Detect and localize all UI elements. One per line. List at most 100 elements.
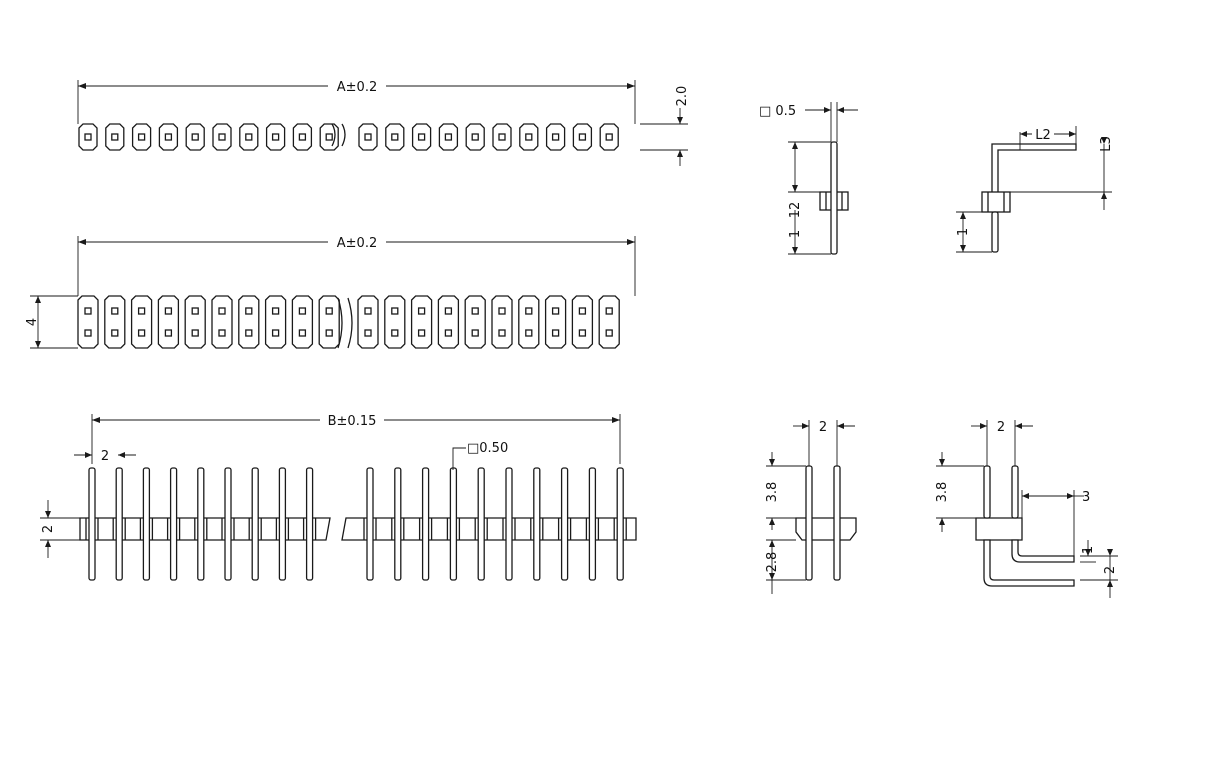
- side-pin: [275, 467, 290, 581]
- pin-pad: [131, 123, 152, 151]
- side-pin: [557, 467, 572, 581]
- side-pin: [585, 467, 600, 581]
- pin-pad: [465, 123, 485, 151]
- dra-pin-left-top: [983, 465, 991, 519]
- pin-pad: [545, 123, 566, 151]
- dual-pin-left: [805, 465, 813, 581]
- dual-pin-pad: [518, 295, 540, 349]
- pin-pad: [212, 123, 232, 151]
- dual-pin-pad: [464, 295, 486, 349]
- label-ra-l2: L2: [1035, 128, 1051, 143]
- dual-body: [795, 517, 857, 541]
- side-pin: [221, 467, 235, 581]
- break-mark: [331, 123, 346, 147]
- dual-pin-pad: [238, 295, 260, 349]
- dual-row-top-view: A±0.2 4: [25, 234, 636, 349]
- side-view-pins: [85, 467, 627, 581]
- pin-pad: [411, 123, 432, 151]
- label-ra-1: 1: [956, 228, 971, 236]
- label-dra-pitch: 2: [997, 420, 1005, 435]
- pin-pad: [438, 123, 459, 151]
- side-pin: [194, 467, 208, 581]
- dual-pin-pad: [184, 295, 206, 349]
- ra-pin-tail: [991, 211, 999, 253]
- side-pin: [474, 467, 488, 581]
- dual-pin-pad: [598, 295, 620, 349]
- label-bottom-body: 2: [41, 525, 56, 533]
- label-side-1: 1: [788, 230, 803, 238]
- single-row-top-view: A±0.2 2.0: [77, 78, 690, 166]
- straight-pin: [830, 141, 838, 255]
- label-mid-height: 4: [25, 318, 40, 326]
- pin-row-side-view: B±0.15 2 □0.50 2: [40, 412, 637, 581]
- pin-pad: [185, 123, 205, 151]
- side-pin: [302, 467, 317, 581]
- dra-body: [975, 517, 1023, 541]
- side-pin: [391, 467, 405, 581]
- pin-pad: [265, 123, 286, 151]
- side-pin: [112, 467, 126, 581]
- dra-pin-upper-bend: [1011, 539, 1075, 563]
- dual-pin-pad: [291, 295, 314, 349]
- pin-pad: [158, 123, 179, 151]
- label-top-pitch: 2.0: [675, 86, 690, 107]
- dra-pin-lower-bend: [983, 539, 1075, 587]
- label-dra-2: 2: [1103, 566, 1118, 574]
- pin-pad: [599, 123, 619, 151]
- label-side-pin: □ 0.5: [759, 104, 796, 119]
- pin-pad: [105, 123, 125, 151]
- dual-pin-right: [833, 465, 841, 581]
- side-pin: [530, 467, 544, 581]
- dual-pin-pad: [77, 295, 99, 349]
- label-dual-pitch: 2: [819, 420, 827, 435]
- dual-pin-pad: [410, 295, 433, 349]
- pin-pad: [519, 123, 539, 151]
- side-pin: [85, 467, 99, 581]
- dual-row-pin-pads: [77, 295, 620, 349]
- side-pin: [502, 467, 516, 581]
- dra-pin-right-top: [1011, 465, 1019, 519]
- side-pin: [613, 467, 627, 581]
- dual-pin-pad: [104, 295, 126, 349]
- dual-right-angle-pins-side-view: 2 3.8 3 1 2: [935, 420, 1118, 598]
- ra-pin-body: [981, 191, 1011, 213]
- dual-pin-pad: [357, 295, 379, 349]
- label-dra-3: 3: [1082, 490, 1090, 505]
- label-bottom-width: B±0.15: [328, 414, 377, 429]
- break-mark-mid: [337, 297, 353, 349]
- pin-pad: [385, 123, 405, 151]
- label-ra-l3: L3: [1099, 136, 1114, 152]
- dual-pin-pad: [384, 295, 406, 349]
- right-angle-pin-side-view: L2 L3 1: [956, 126, 1114, 253]
- label-dual-28: 2.8: [765, 552, 780, 573]
- dual-straight-pins-side-view: 2 3.8 2.8: [765, 420, 857, 594]
- single-row-pin-pads: [78, 123, 619, 151]
- dual-pin-pad: [130, 295, 153, 349]
- pin-pad: [572, 123, 593, 151]
- label-top-width: A±0.2: [337, 80, 377, 95]
- dual-pin-pad: [318, 295, 340, 349]
- label-dra-1: 1: [1081, 546, 1096, 554]
- label-bottom-pitch: 2: [101, 449, 109, 464]
- pin-pad: [78, 123, 98, 151]
- label-bottom-pin: □0.50: [467, 441, 508, 456]
- side-pin: [139, 467, 154, 581]
- side-pin: [248, 467, 262, 581]
- dual-pin-pad: [211, 295, 233, 349]
- dual-pin-pad: [491, 295, 513, 349]
- pin-pad: [239, 123, 259, 151]
- label-dra-38: 3.8: [935, 482, 950, 503]
- straight-pin-side-view: □ 0.5 12 1: [759, 102, 858, 255]
- pin-pad: [492, 123, 512, 151]
- side-pin: [363, 467, 377, 581]
- insulator-body-left: [79, 517, 331, 541]
- label-dual-38: 3.8: [765, 482, 780, 503]
- dual-pin-pad: [544, 295, 567, 349]
- pin-pad: [292, 123, 313, 151]
- label-mid-width: A±0.2: [337, 236, 377, 251]
- side-pin: [166, 467, 181, 581]
- side-pin: [418, 467, 433, 581]
- label-side-12: 12: [788, 202, 803, 219]
- dual-pin-pad: [264, 295, 287, 349]
